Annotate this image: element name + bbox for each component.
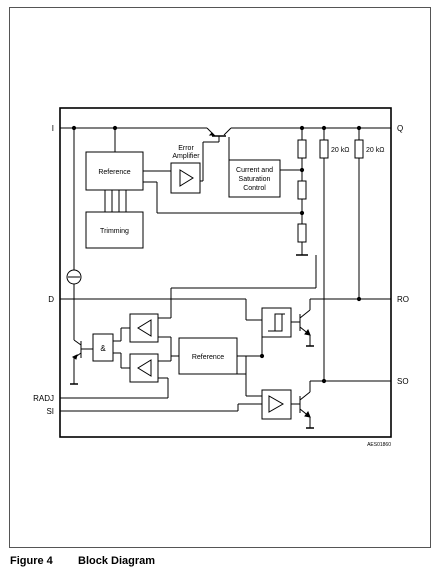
trimming-block [85,190,144,249]
d-line [60,298,262,321]
error-amp-label-2: Amplifier [172,153,200,160]
figure-number: Figure 4 [10,555,53,567]
chip-outline [59,107,392,438]
resistor-label-2: 20 kΩ [366,147,384,154]
so-transistor [299,378,391,429]
and-gate-label: & [100,344,106,353]
comparator-upper [113,313,172,356]
csc-label-2: Saturation [239,176,271,183]
reference-top-label: Reference [98,169,130,176]
pin-i: I [52,124,54,133]
top-rail [60,125,391,131]
reference-bottom-block [171,337,265,397]
current-source [66,128,82,340]
pin-ro: RO [397,295,409,304]
pin-radj: RADJ [33,394,54,403]
figure-code: AES01860 [367,442,391,448]
csc-label-3: Control [243,185,266,192]
radj-si-lines [60,378,262,412]
reference-bottom-label: Reference [192,354,224,361]
pin-d: D [48,295,54,304]
pin-so: SO [397,377,409,386]
reference-top-block [85,128,171,213]
schmitt-trigger [261,307,300,338]
error-amp-label-1: Error [178,145,194,152]
voltage-divider [157,128,308,256]
trimming-label: Trimming [100,228,129,235]
current-saturation-block [228,159,281,198]
csc-label-1: Current and [236,167,273,174]
ro-transistor [299,296,391,347]
error-amplifier [170,162,203,194]
figure-title: Block Diagram [78,555,156,567]
output-driver [261,389,300,420]
pass-transistor [202,127,232,181]
resistor-label-1: 20 kΩ [331,147,349,154]
sense-wire [170,255,317,318]
input-transistor [70,339,93,385]
pin-si: SI [46,407,54,416]
pin-q: Q [397,124,403,133]
figure-frame [9,7,431,548]
and-gate [92,333,114,362]
comparator-lower [113,352,172,383]
pullup-resistors [319,128,364,381]
